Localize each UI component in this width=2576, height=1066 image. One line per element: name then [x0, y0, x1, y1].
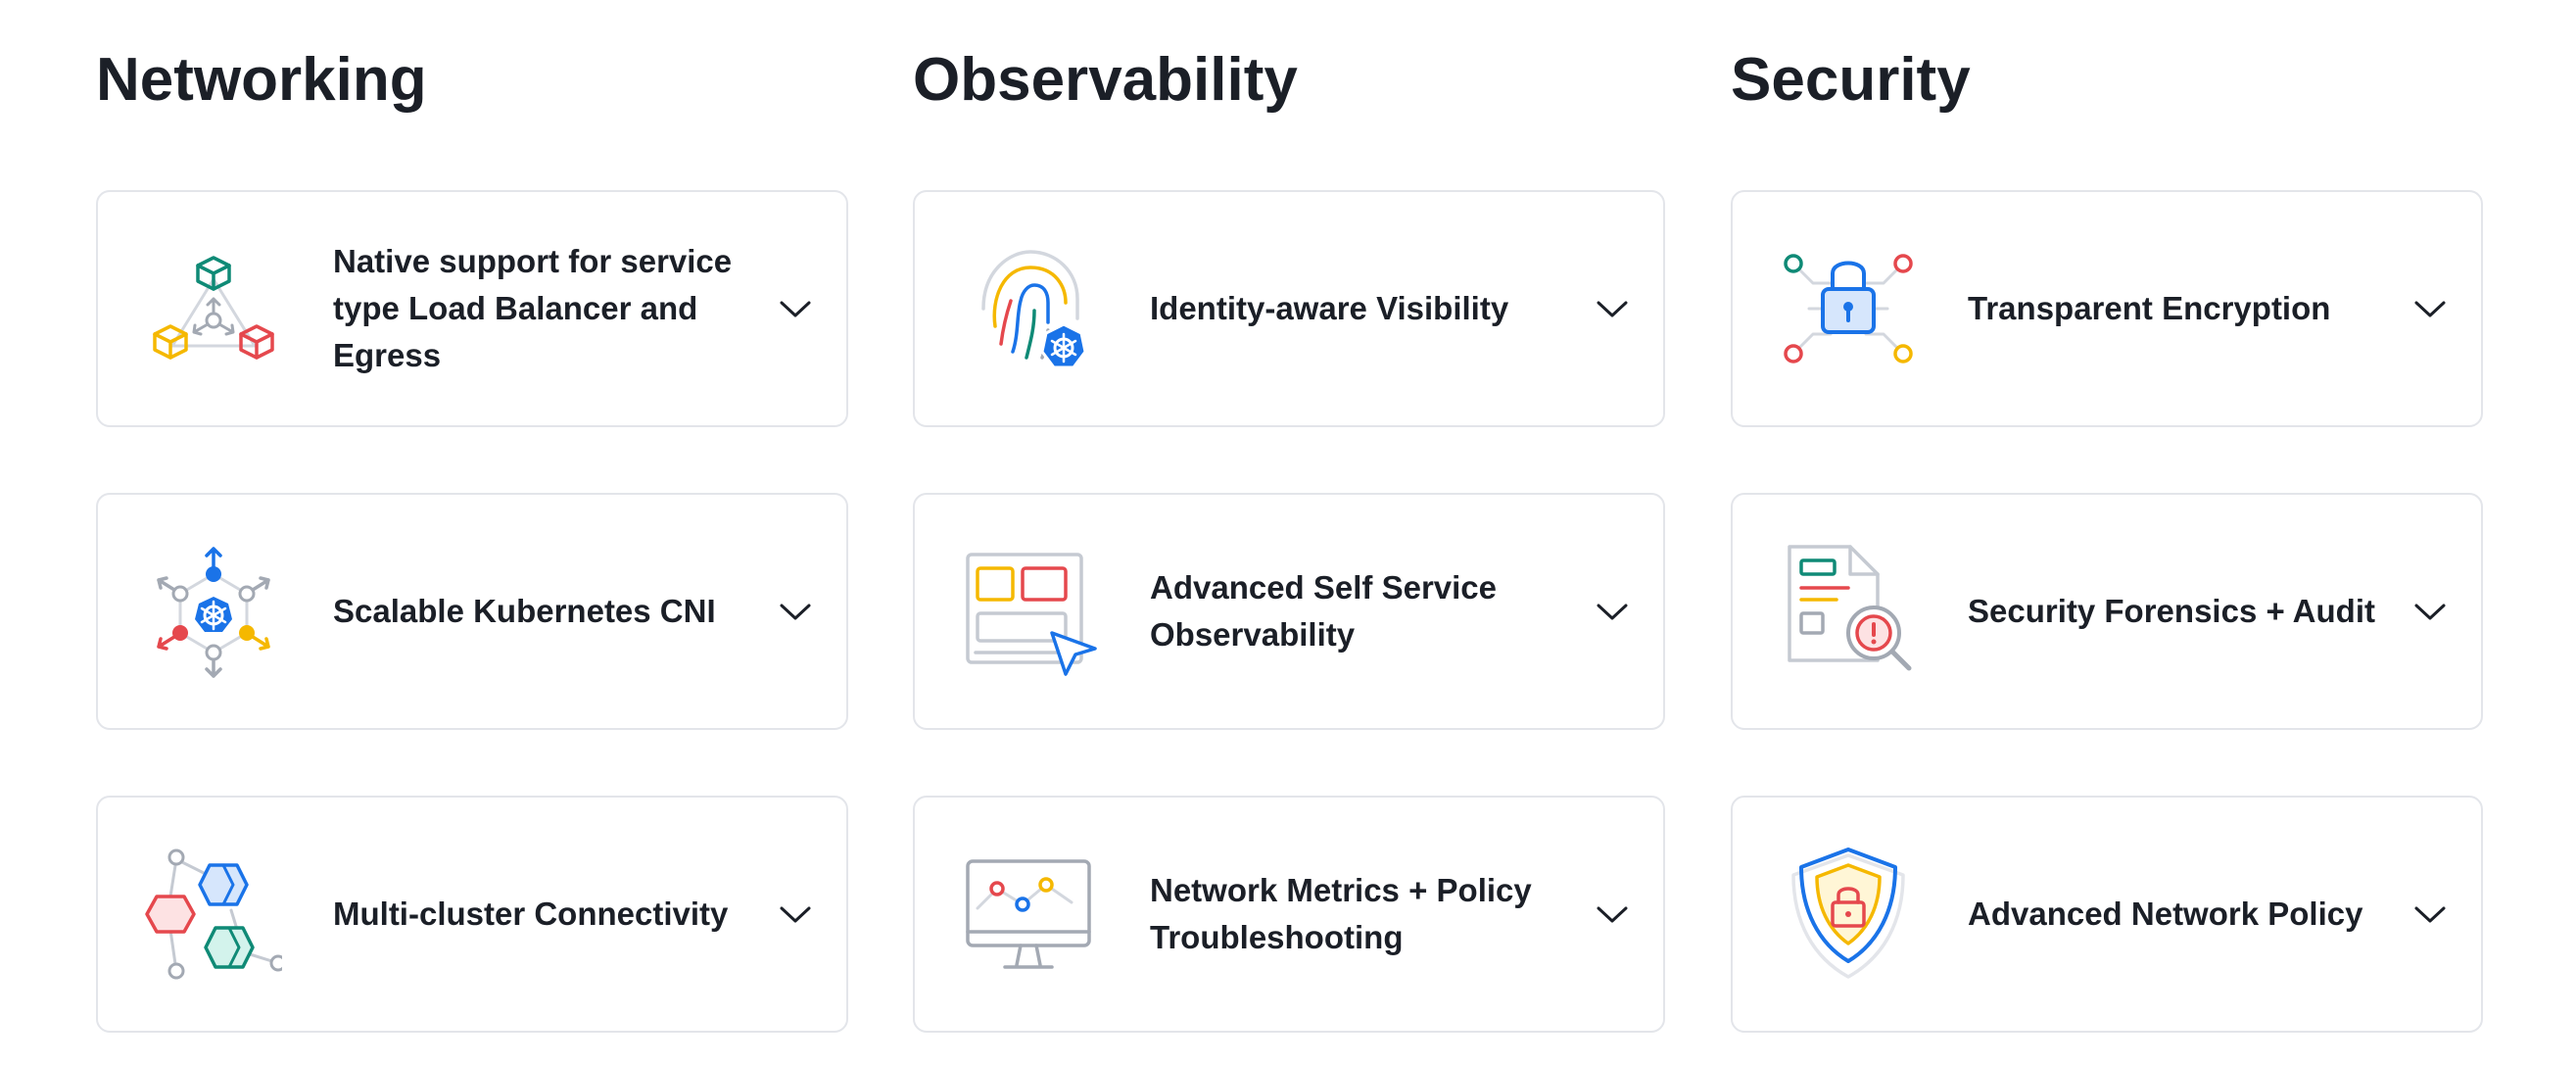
card-label: Security Forensics + Audit: [1968, 593, 2375, 629]
fingerprint-icon: [962, 240, 1099, 377]
card-label: Native support for service type Load Bal…: [333, 243, 733, 373]
networking-heading: Networking: [96, 46, 427, 114]
card-label: Transparent Encryption: [1968, 290, 2331, 326]
chevron-down-icon[interactable]: [776, 289, 815, 328]
kubernetes-cni-icon: [145, 543, 282, 680]
chevron-down-icon[interactable]: [2410, 895, 2450, 934]
card-label: Advanced Self Service Observability: [1150, 569, 1498, 653]
shield-lock-icon: [1780, 846, 1917, 983]
chevron-down-icon[interactable]: [1593, 592, 1632, 631]
multi-cluster-icon: [145, 846, 282, 983]
security-heading: Security: [1731, 46, 1971, 114]
card-label: Advanced Network Policy: [1968, 896, 2363, 932]
card-network-metrics-policy-troubleshooting[interactable]: Network Metrics + Policy Troubleshooting: [913, 796, 1665, 1033]
chevron-down-icon[interactable]: [2410, 592, 2450, 631]
monitor-metrics-icon: [962, 846, 1099, 983]
card-multi-cluster-connectivity[interactable]: Multi-cluster Connectivity: [96, 796, 848, 1033]
chevron-down-icon[interactable]: [776, 592, 815, 631]
card-label: Network Metrics + Policy Troubleshooting: [1150, 872, 1532, 955]
dashboard-cursor-icon: [962, 543, 1099, 680]
card-scalable-kubernetes-cni[interactable]: Scalable Kubernetes CNI: [96, 493, 848, 730]
card-security-forensics-audit[interactable]: Security Forensics + Audit: [1731, 493, 2483, 730]
card-identity-aware-visibility[interactable]: Identity-aware Visibility: [913, 190, 1665, 427]
chevron-down-icon[interactable]: [2410, 289, 2450, 328]
card-label: Multi-cluster Connectivity: [333, 896, 729, 932]
observability-heading: Observability: [913, 46, 1298, 114]
card-load-balancer-egress[interactable]: Native support for service type Load Bal…: [96, 190, 848, 427]
load-balancer-icon: [145, 240, 282, 377]
document-magnifier-icon: [1780, 543, 1917, 680]
chevron-down-icon[interactable]: [1593, 895, 1632, 934]
card-advanced-network-policy[interactable]: Advanced Network Policy: [1731, 796, 2483, 1033]
lock-circuit-icon: [1780, 240, 1917, 377]
chevron-down-icon[interactable]: [1593, 289, 1632, 328]
chevron-down-icon[interactable]: [776, 895, 815, 934]
card-transparent-encryption[interactable]: Transparent Encryption: [1731, 190, 2483, 427]
card-advanced-self-service-observability[interactable]: Advanced Self Service Observability: [913, 493, 1665, 730]
card-label: Scalable Kubernetes CNI: [333, 593, 716, 629]
card-label: Identity-aware Visibility: [1150, 290, 1509, 326]
